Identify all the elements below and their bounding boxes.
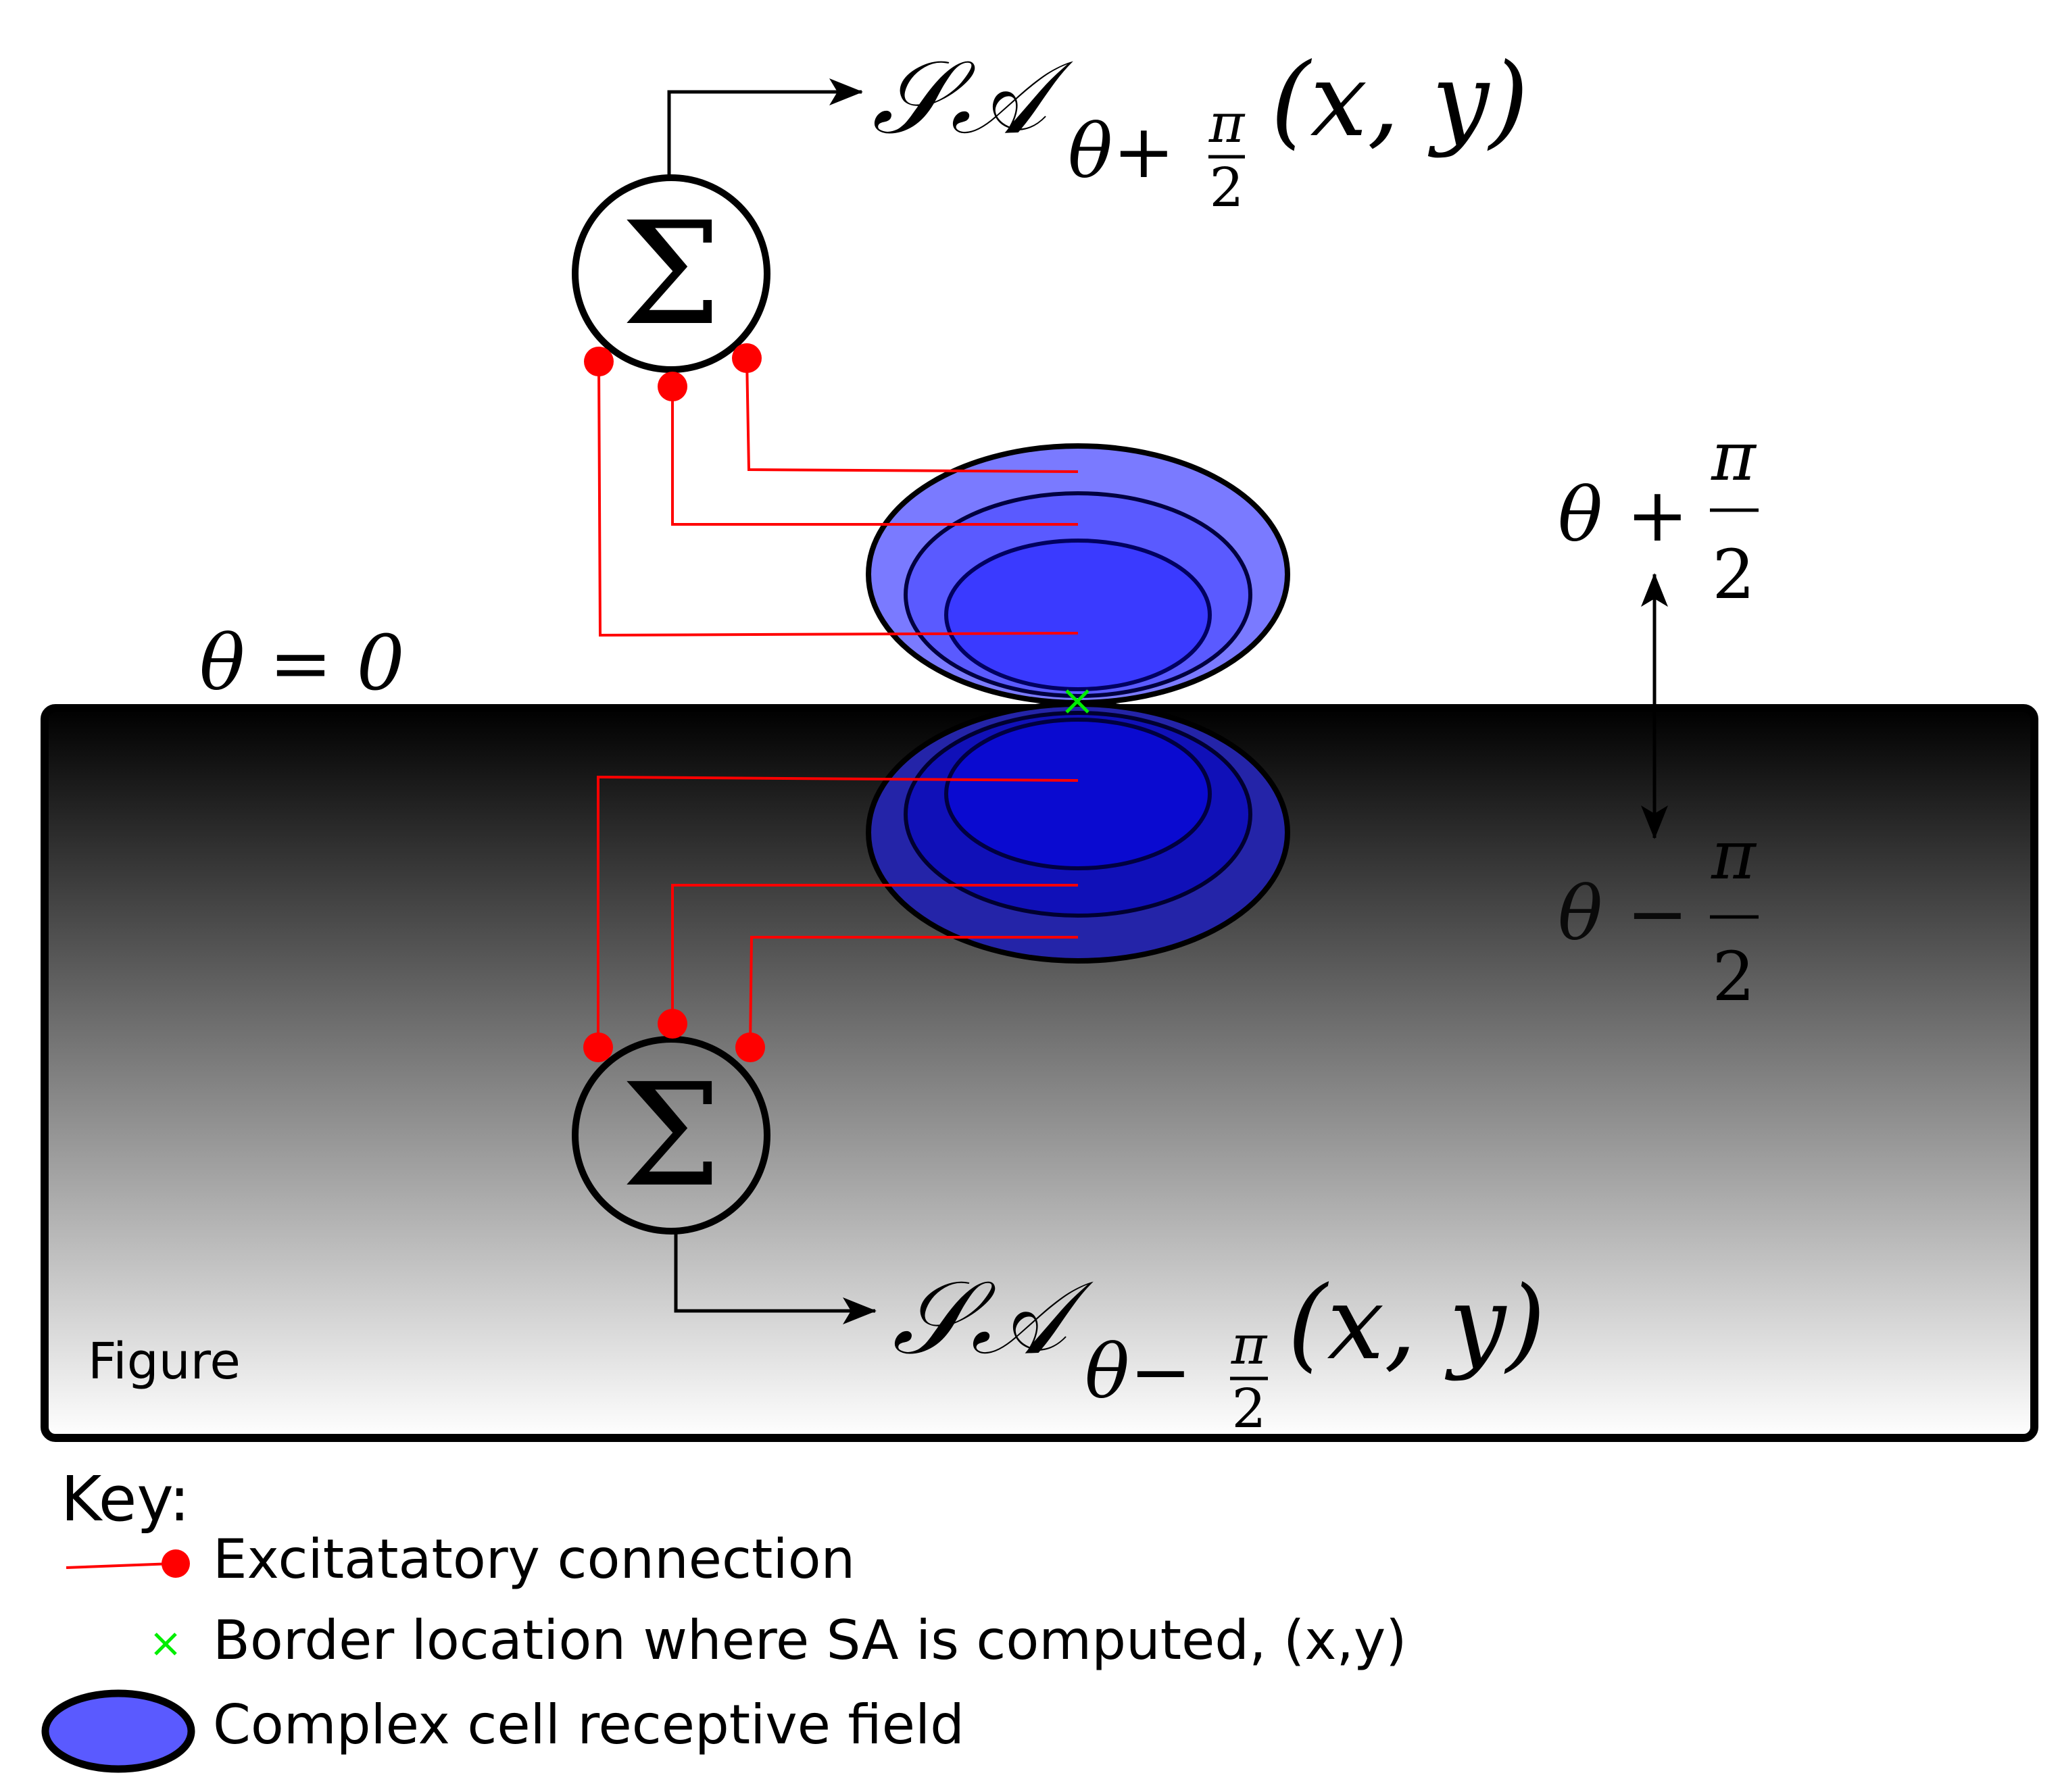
- red-line-dot-icon: [66, 1562, 173, 1569]
- receptive-field-top: [866, 443, 1290, 705]
- svg-text:Complex cell receptive field: Complex cell receptive field: [213, 1693, 964, 1756]
- border-location-marker: [1065, 689, 1089, 714]
- sum-symbol-bottom: Σ: [621, 1053, 721, 1218]
- svg-text:2: 2: [1232, 1377, 1267, 1440]
- connection-dots-bottom: [583, 1009, 765, 1062]
- svg-text:Border location where SA is co: Border location where SA is computed, (x…: [213, 1609, 1406, 1672]
- svg-text:𝒮𝒜: 𝒮𝒜: [872, 39, 1073, 157]
- svg-text:Excitatatory connection: Excitatatory connection: [213, 1528, 855, 1591]
- sum-unit-bottom: Σ: [572, 1036, 770, 1235]
- output-arrow-top: [667, 78, 863, 177]
- svg-text:θ−: θ−: [1085, 1328, 1192, 1415]
- blue-ellipse-icon: [41, 1689, 195, 1773]
- sum-symbol-top: Σ: [621, 191, 721, 357]
- svg-text:2: 2: [1712, 535, 1755, 614]
- connection-dots-top: [584, 343, 762, 401]
- sum-unit-top: Σ: [572, 174, 770, 373]
- svg-text:2: 2: [1712, 937, 1755, 1016]
- key-title: Key:: [61, 1463, 190, 1535]
- key-legend: Key: Excitatatory connection Border loca…: [41, 1463, 1406, 1773]
- connections-top: [597, 357, 1079, 637]
- theta-zero-label: θ = 0: [199, 620, 405, 707]
- svg-text:𝒮𝒜: 𝒮𝒜: [892, 1260, 1094, 1377]
- output-arrow-bottom: [674, 1233, 877, 1324]
- svg-text:π: π: [1231, 1314, 1268, 1376]
- svg-text:θ +: θ +: [1558, 472, 1688, 558]
- svg-text:2: 2: [1210, 156, 1244, 219]
- svg-text:θ+: θ+: [1068, 108, 1175, 195]
- svg-text:π: π: [1711, 816, 1757, 895]
- svg-text:π: π: [1208, 92, 1246, 155]
- key-item-border-location: Border location where SA is computed, (x…: [154, 1609, 1406, 1672]
- green-cross-icon: [154, 1633, 177, 1656]
- receptive-field-bottom: [866, 701, 1290, 964]
- key-item-excitatory: Excitatatory connection: [66, 1528, 855, 1591]
- svg-text:θ −: θ −: [1558, 870, 1688, 957]
- svg-text:(x, y): (x, y): [1271, 42, 1529, 159]
- figure-label: Figure: [88, 1333, 241, 1391]
- connections-bottom: [597, 775, 1079, 1048]
- svg-text:π: π: [1711, 417, 1757, 496]
- svg-text:(x, y): (x, y): [1288, 1265, 1546, 1383]
- output-label-top: 𝒮𝒜 θ+ π 2 (x, y): [872, 39, 1529, 219]
- key-item-receptive-field: Complex cell receptive field: [41, 1689, 964, 1773]
- output-label-bottom: 𝒮𝒜 θ− π 2 (x, y): [892, 1260, 1546, 1440]
- theta-plus-label: θ + π 2: [1558, 417, 1759, 614]
- theta-minus-label: θ − π 2: [1558, 816, 1759, 1016]
